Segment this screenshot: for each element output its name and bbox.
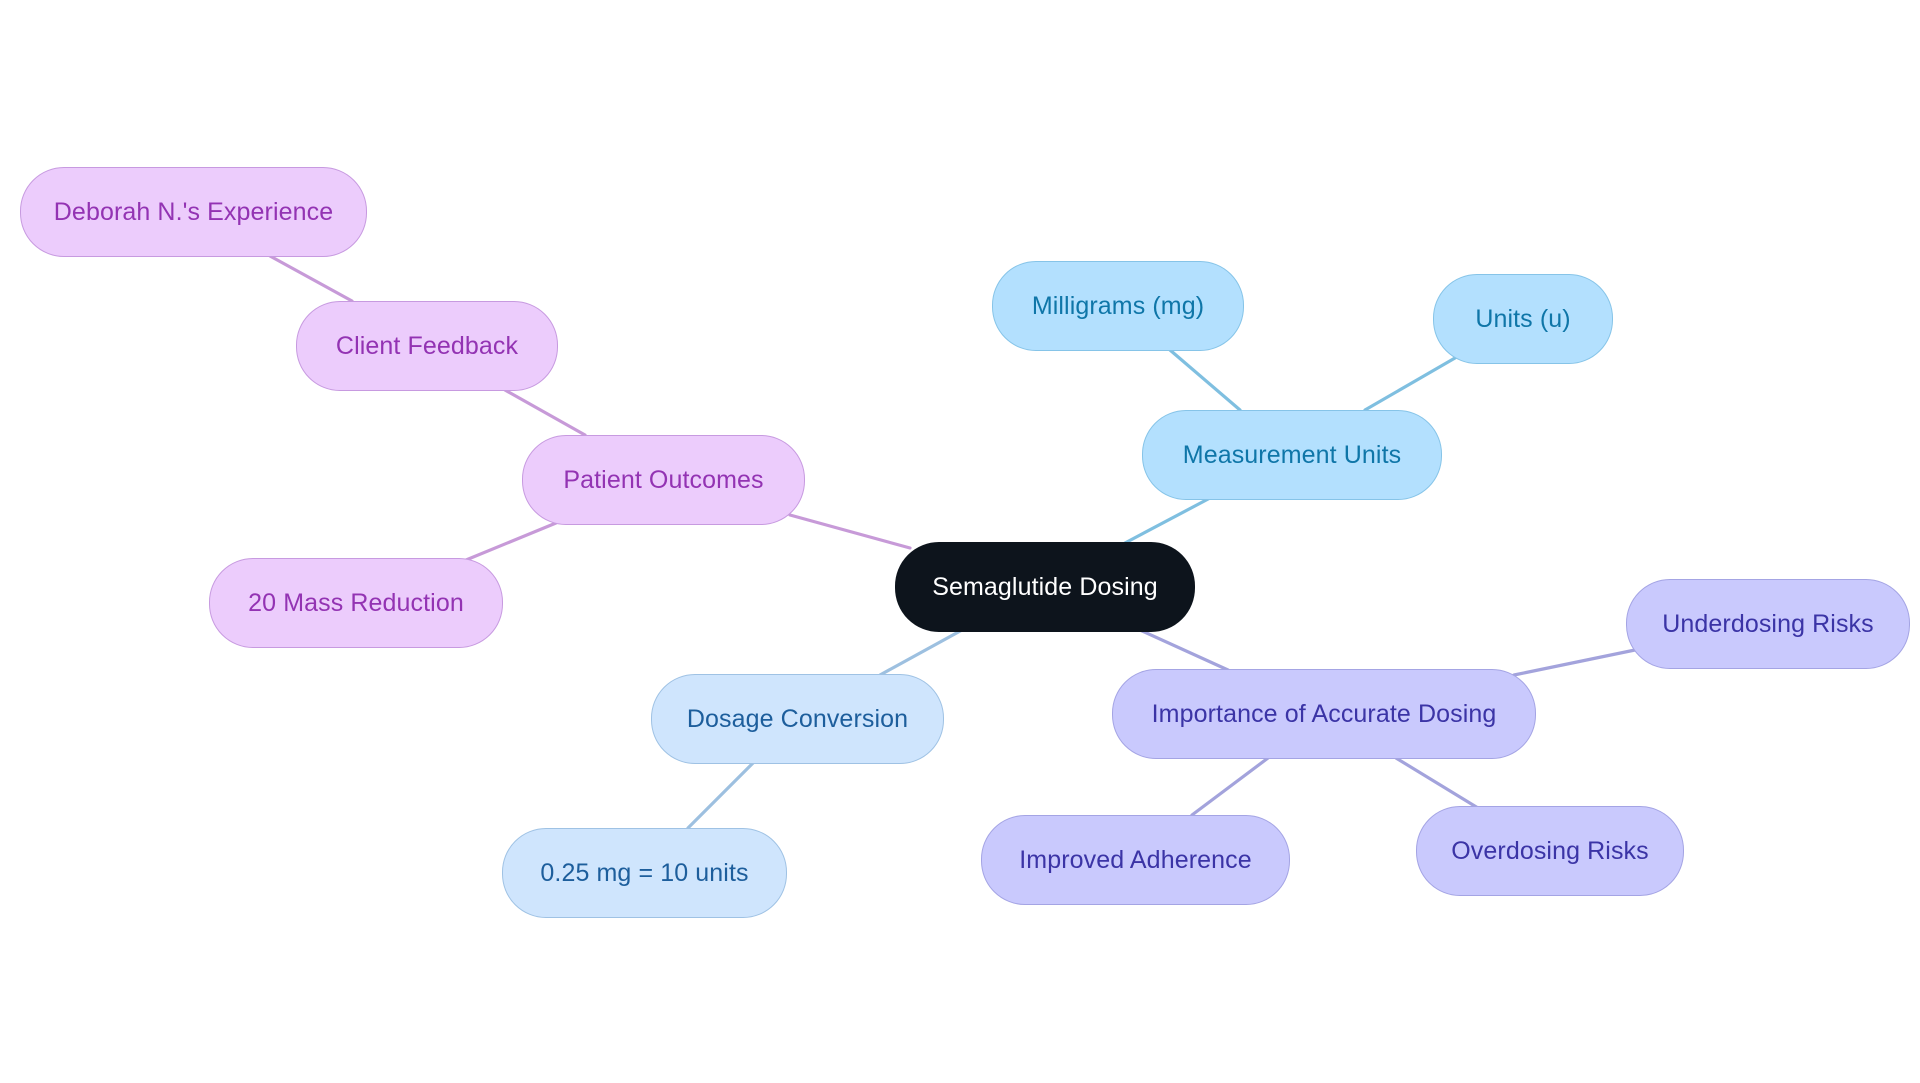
edge-dosage-conversion-conversion-value (686, 761, 755, 830)
node-label: Underdosing Risks (1662, 609, 1874, 638)
edge-root-measurement-units (1123, 496, 1212, 545)
node-dosage-conversion[interactable]: Dosage Conversion (651, 674, 944, 764)
node-label: Units (u) (1475, 304, 1571, 333)
node-conversion-value[interactable]: 0.25 mg = 10 units (502, 828, 787, 918)
edge-client-feedback-deborah-experience (268, 254, 354, 303)
node-overdosing-risks[interactable]: Overdosing Risks (1416, 806, 1684, 896)
edge-accurate-dosing-improved-adherence (1190, 756, 1270, 817)
edge-accurate-dosing-underdosing-risks (1512, 648, 1637, 677)
node-client-feedback[interactable]: Client Feedback (296, 301, 558, 391)
node-deborah-experience[interactable]: Deborah N.'s Experience (20, 167, 367, 257)
edge-patient-outcomes-mass-reduction (464, 521, 558, 562)
root-node-semaglutide-dosing[interactable]: Semaglutide Dosing (895, 542, 1195, 632)
node-milligrams[interactable]: Milligrams (mg) (992, 261, 1244, 351)
node-label: Importance of Accurate Dosing (1151, 699, 1497, 728)
node-importance-of-accurate-dosing[interactable]: Importance of Accurate Dosing (1112, 669, 1536, 759)
node-patient-outcomes[interactable]: Patient Outcomes (522, 435, 805, 525)
node-label: Patient Outcomes (563, 465, 764, 494)
edge-measurement-units-units-u (1363, 356, 1457, 412)
edge-patient-outcomes-client-feedback (503, 388, 587, 437)
node-mass-reduction[interactable]: 20 Mass Reduction (209, 558, 503, 648)
node-label: Client Feedback (335, 331, 519, 360)
edge-root-patient-outcomes (788, 513, 912, 550)
edge-measurement-units-milligrams (1168, 348, 1242, 412)
edge-root-accurate-dosing (1138, 628, 1230, 672)
node-label: Dosage Conversion (686, 704, 909, 733)
node-units-u[interactable]: Units (u) (1433, 274, 1613, 364)
edge-accurate-dosing-overdosing-risks (1394, 756, 1480, 810)
node-label: Improved Adherence (1019, 845, 1252, 874)
node-label: Deborah N.'s Experience (53, 197, 334, 226)
node-measurement-units[interactable]: Measurement Units (1142, 410, 1442, 500)
node-label: 20 Mass Reduction (248, 588, 464, 617)
node-underdosing-risks[interactable]: Underdosing Risks (1626, 579, 1910, 669)
node-label: 0.25 mg = 10 units (540, 858, 749, 887)
node-label: Milligrams (mg) (1031, 291, 1205, 320)
node-label: Overdosing Risks (1451, 836, 1649, 865)
node-label: Measurement Units (1182, 440, 1402, 469)
node-improved-adherence[interactable]: Improved Adherence (981, 815, 1290, 905)
node-label: Semaglutide Dosing (932, 572, 1158, 601)
edge-root-dosage-conversion (878, 628, 964, 677)
